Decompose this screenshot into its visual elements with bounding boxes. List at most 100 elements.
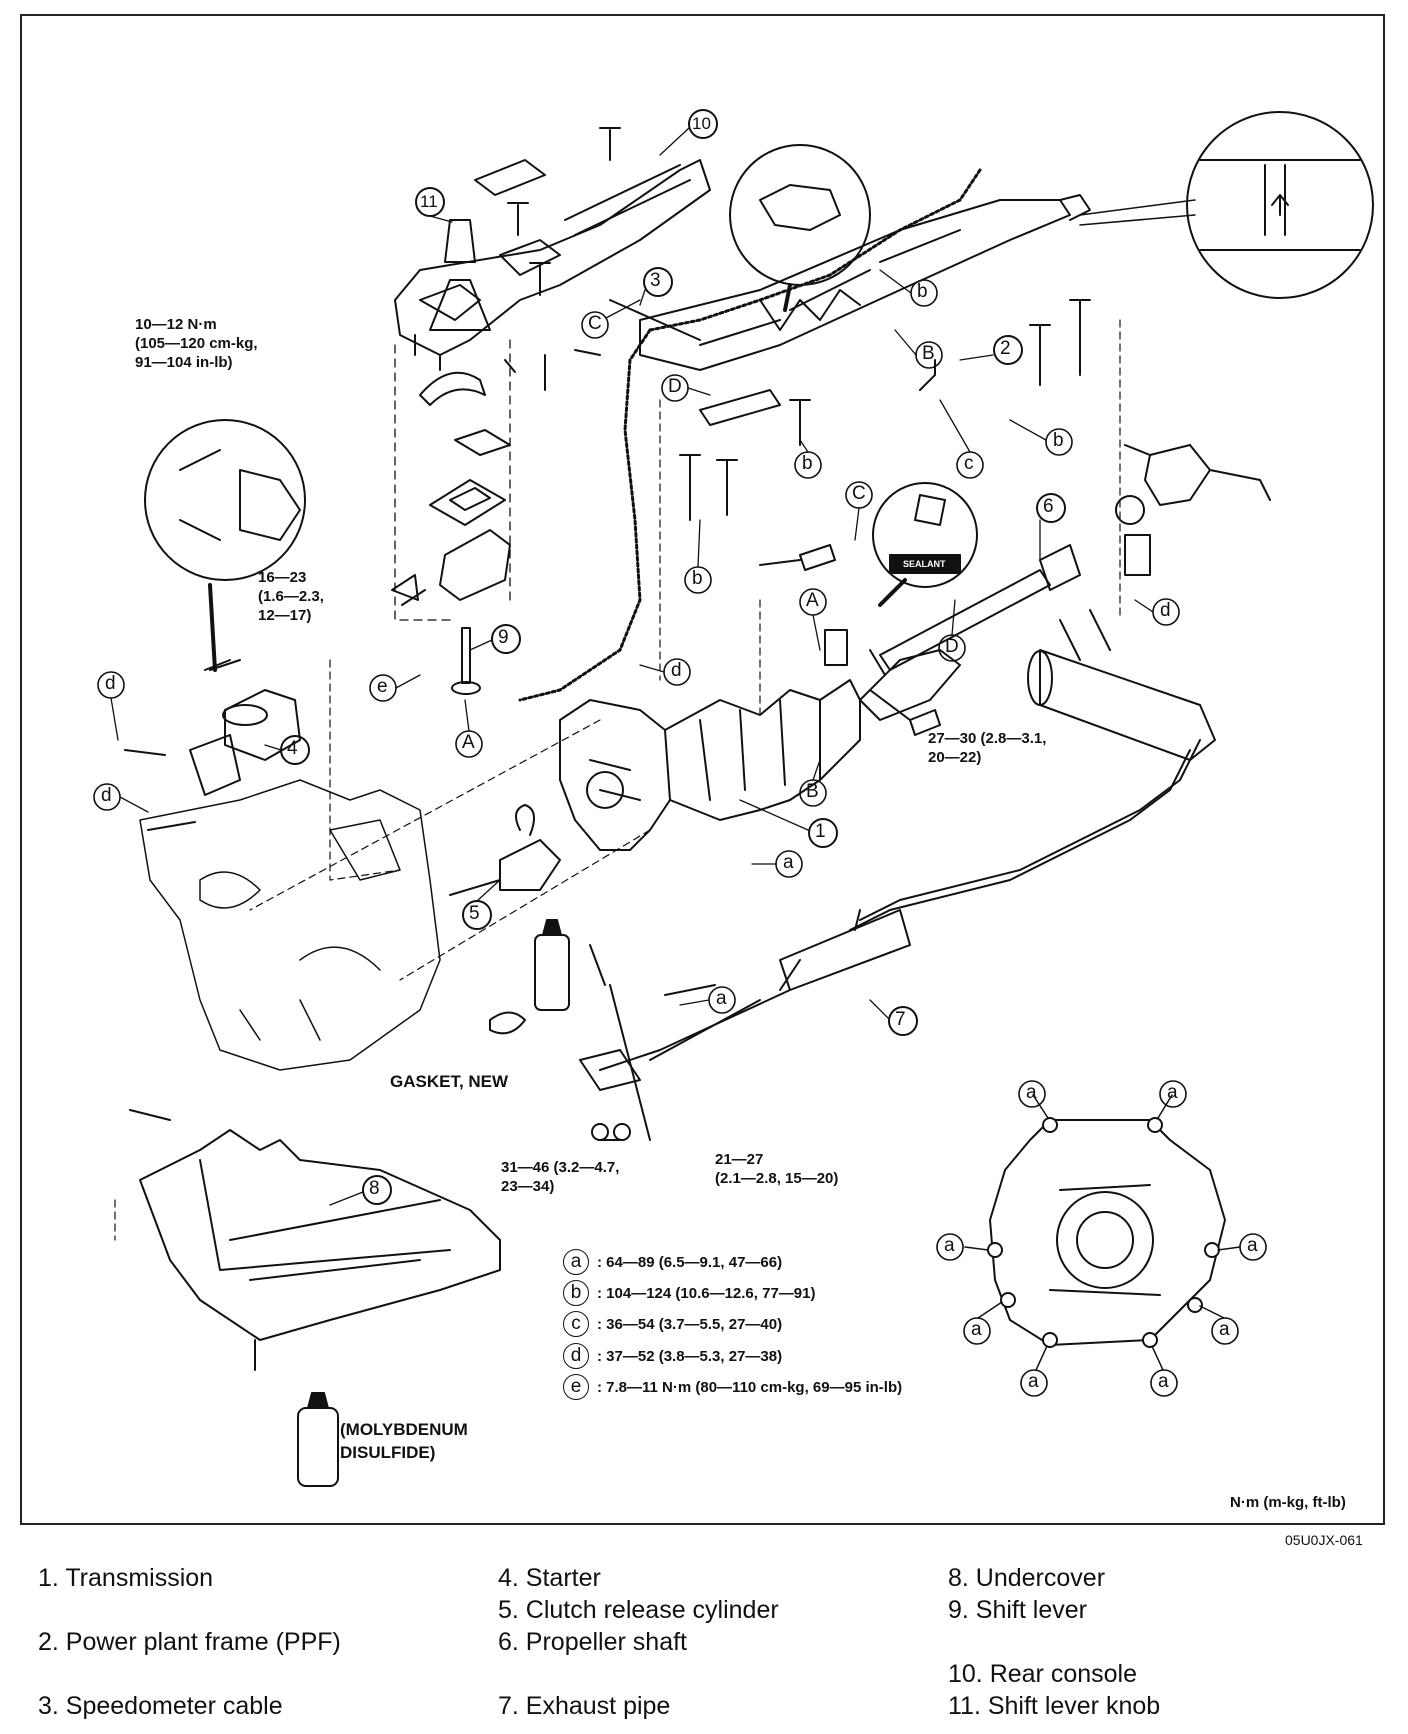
- housing-bolt-holes: [987, 1117, 1220, 1348]
- letter-a-1: a: [783, 852, 794, 873]
- legend-item: 1. Transmission: [38, 1564, 214, 1592]
- callout-6: 6: [1043, 496, 1054, 517]
- shift-gasket: [439, 529, 511, 601]
- shift-lever-ball: [451, 681, 481, 695]
- diagram-frame: [20, 14, 1385, 1525]
- housing-a-7: a: [1028, 1371, 1039, 1392]
- grease-tube-clutch: [534, 919, 570, 1011]
- legend-item: [38, 1594, 341, 1626]
- legend-item: 11. Shift lever knob: [948, 1692, 1161, 1720]
- legend-item: 3. Speedometer cable: [38, 1692, 283, 1720]
- housing-a-4: a: [1247, 1235, 1258, 1256]
- clutch-release-cylinder: [449, 804, 561, 896]
- legend-item: 2. Power plant frame (PPF): [38, 1628, 341, 1656]
- callout-9: 9: [498, 627, 509, 648]
- propeller-shaft: [869, 544, 1081, 676]
- letter-b-3: b: [692, 568, 703, 589]
- letter-C-0: b: [917, 281, 928, 302]
- letter-B-2: B: [806, 781, 819, 802]
- extension-housing: [859, 649, 961, 721]
- letter-A-2: A: [462, 732, 475, 753]
- housing-a-5: a: [971, 1319, 982, 1340]
- speedometer-cable: [609, 299, 701, 341]
- bushing: [391, 574, 426, 606]
- letter-B-1: B: [922, 343, 935, 364]
- torque-clutch-cylinder: 16—23 (1.6—2.3, 12—17): [258, 569, 324, 624]
- torque-starter-detail: 10—12 N·m (105—120 cm-kg, 91—104 in-lb): [135, 316, 258, 371]
- figure-id: 05U0JX-061: [1285, 1532, 1363, 1548]
- connector-c: [759, 544, 836, 571]
- letter-b-1: b: [1053, 430, 1064, 451]
- starter-bolt: [124, 659, 241, 831]
- letter-e-1: e: [377, 676, 388, 697]
- housing-leaders: [964, 1094, 1241, 1371]
- gasket: [489, 1011, 526, 1035]
- letter-c-1: c: [964, 453, 974, 474]
- shift-lever-knob: [444, 219, 476, 263]
- sealant-bubble: [872, 482, 978, 607]
- torque-propeller-shaft: 27—30 (2.8—3.1, 20—22): [928, 730, 1047, 766]
- console-cover: [474, 159, 546, 196]
- letter-d-4: d: [1160, 600, 1171, 621]
- exhaust-hardware: [589, 944, 716, 1141]
- callout-11: 11: [420, 192, 438, 211]
- callout-10: 10: [692, 114, 711, 133]
- legend-item: [948, 1626, 1160, 1658]
- legend-item: [38, 1658, 341, 1690]
- legend-col-2: 4. Starter 5. Clutch release cylinder 6.…: [498, 1562, 779, 1722]
- legend-item: 9. Shift lever: [948, 1596, 1087, 1624]
- sealant-tube-label: SEALANT: [903, 559, 946, 569]
- rear-console: [394, 159, 711, 371]
- callout-5: 5: [469, 903, 480, 924]
- callout-2: 2: [1000, 338, 1011, 359]
- legend-col-1: 1. Transmission 2. Power plant frame (PP…: [38, 1562, 341, 1722]
- starter: [189, 689, 301, 796]
- letter-d-1: d: [105, 673, 116, 694]
- shift-lever-base: [429, 479, 506, 526]
- letter-d-2: d: [101, 785, 112, 806]
- alignment-lines: [249, 319, 1121, 981]
- torque-exhaust-bolt: 21—27 (2.1—2.8, 15—20): [715, 1151, 839, 1187]
- callout-4: 4: [287, 738, 298, 759]
- number-leaders: [264, 127, 1041, 1206]
- spec-row-e: e : 7.8—11 N·m (80—110 cm-kg, 69—95 in-l…: [563, 1374, 902, 1400]
- letter-callouts: [93, 279, 1267, 1397]
- letter-leaders: [110, 269, 1154, 1006]
- exhaust-system: [579, 609, 1216, 1091]
- differential: [1115, 444, 1271, 525]
- units-note: N·m (m-kg, ft-lb): [1230, 1494, 1346, 1511]
- callout-1: 1: [815, 821, 826, 842]
- shift-boot: [429, 279, 491, 331]
- housing-a-2: a: [1167, 1082, 1178, 1103]
- housing-a-3: a: [944, 1235, 955, 1256]
- letter-C-2: C: [852, 483, 866, 504]
- letter-D-2: D: [945, 636, 959, 657]
- legend-col-3: 8. Undercover 9. Shift lever 10. Rear co…: [948, 1562, 1160, 1722]
- spec-row-b: b : 104—124 (10.6—12.6, 77—91): [563, 1280, 815, 1306]
- letter-D-1: D: [668, 376, 682, 397]
- legend-item: 7. Exhaust pipe: [498, 1692, 671, 1720]
- callout-8: 8: [369, 1178, 380, 1199]
- legend-item: 6. Propeller shaft: [498, 1628, 687, 1656]
- connector-d: [869, 689, 941, 736]
- letter-b-2: b: [802, 453, 813, 474]
- retainer-plate: [454, 429, 511, 456]
- number-callouts: [280, 109, 1066, 1205]
- gasket-new-label: GASKET, NEW: [390, 1072, 509, 1091]
- boot-seal: [419, 371, 486, 406]
- legend-item: 5. Clutch release cylinder: [498, 1596, 779, 1624]
- legend-item: 10. Rear console: [948, 1660, 1138, 1688]
- letter-C-1: C: [588, 313, 602, 334]
- undercover: [129, 1109, 501, 1371]
- letter-d-3: d: [671, 660, 682, 681]
- housing-a-1: a: [1026, 1082, 1037, 1103]
- letter-A-1: A: [806, 590, 819, 611]
- starter-detail-bubble: [144, 419, 306, 672]
- housing-a-6: a: [1219, 1319, 1230, 1340]
- power-plant-frame: [639, 194, 1091, 426]
- harness-clip-bubble: [729, 144, 871, 312]
- housing-a-8: a: [1158, 1371, 1169, 1392]
- spec-row-d: d : 37—52 (3.8—5.3, 27—38): [563, 1343, 782, 1369]
- torque-exhaust-nut: 31—46 (3.2—4.7, 23—34): [501, 1159, 620, 1195]
